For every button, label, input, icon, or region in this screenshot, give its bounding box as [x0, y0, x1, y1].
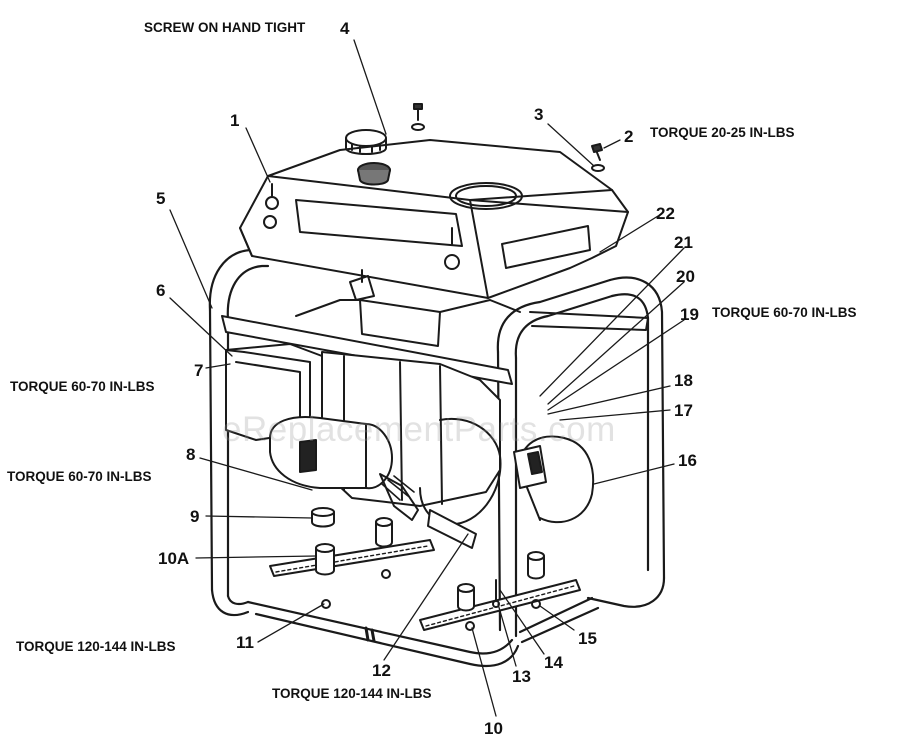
callout-7: 7 [194, 361, 204, 380]
frame-tube [208, 238, 666, 668]
callout-20: 20 [676, 267, 695, 286]
note-screw-hand-tight: SCREW ON HAND TIGHT [144, 20, 306, 35]
alternator [269, 351, 502, 549]
callout-22: 22 [656, 204, 675, 223]
callout-11: 11 [236, 633, 254, 652]
callout-15: 15 [578, 629, 597, 648]
callout-16: 16 [678, 451, 697, 470]
callout-14: 14 [544, 653, 563, 672]
muffler [513, 435, 595, 523]
fuel-tank [239, 129, 629, 299]
callout-5: 5 [156, 189, 166, 208]
callout-13: 13 [512, 667, 531, 686]
base-rails [269, 539, 581, 631]
note-torque-part-7: TORQUE 60-70 IN-LBS [10, 379, 155, 394]
callout-1: 1 [230, 111, 240, 130]
callout-6: 6 [156, 281, 166, 300]
callout-10: 10 [484, 719, 503, 738]
callout-8: 8 [186, 445, 196, 464]
callout-10a: 10A [158, 549, 190, 568]
note-torque-part-19: TORQUE 60-70 IN-LBS [712, 305, 857, 320]
callout-18: 18 [674, 371, 693, 390]
callout-3: 3 [534, 105, 544, 124]
callout-17: 17 [674, 401, 693, 420]
leader-lines [169, 39, 685, 717]
callout-4: 4 [340, 19, 350, 38]
callout-9: 9 [190, 507, 200, 526]
note-torque-part-2: TORQUE 20-25 IN-LBS [650, 125, 795, 140]
callout-2: 2 [624, 127, 634, 146]
tank-bolts [411, 103, 605, 172]
callout-21: 21 [674, 233, 693, 252]
note-torque-part-12: TORQUE 120-144 IN-LBS [272, 686, 432, 701]
note-torque-part-8: TORQUE 60-70 IN-LBS [7, 469, 152, 484]
note-torque-part-11: TORQUE 120-144 IN-LBS [16, 639, 176, 654]
callout-19: 19 [680, 305, 699, 324]
callout-12: 12 [372, 661, 391, 680]
vibration-mounts [311, 507, 545, 631]
watermark-text: eReplacementParts.com [222, 410, 616, 449]
